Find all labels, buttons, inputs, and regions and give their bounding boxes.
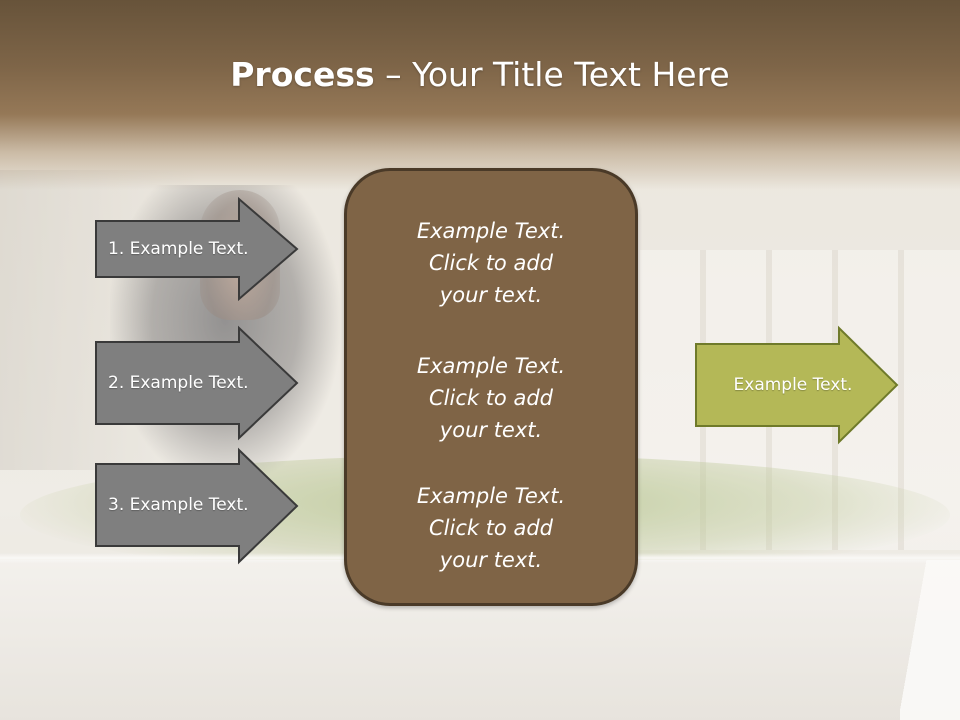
right-arrow-shape bbox=[695, 325, 899, 445]
left-arrow-1-shape bbox=[95, 196, 299, 302]
left-arrow-2-text: 2. Example Text. bbox=[108, 373, 249, 393]
center-item-1-line-1: Example Text. bbox=[416, 219, 566, 243]
left-arrow-2-label: 2. Example Text. bbox=[95, 327, 299, 439]
left-arrow-3-text: 3. Example Text. bbox=[108, 495, 249, 515]
left-arrow-3-shape bbox=[95, 447, 299, 565]
center-item-2-line-3: your text. bbox=[439, 418, 543, 442]
center-item-1-line-2: Click to add bbox=[428, 251, 553, 275]
left-arrow-1-polygon bbox=[95, 196, 299, 302]
right-arrow[interactable]: Example Text. bbox=[695, 325, 899, 445]
center-item-1-line-3: your text. bbox=[439, 283, 543, 307]
center-item-3: Example Text. Click to add your text. bbox=[347, 480, 635, 576]
left-arrow-1-label: 1. Example Text. bbox=[95, 198, 299, 300]
right-arrow-label: Example Text. bbox=[695, 327, 899, 443]
left-arrow-3[interactable]: 3. Example Text. bbox=[95, 447, 299, 565]
left-arrow-2-polygon bbox=[95, 325, 299, 441]
bg-right-panel bbox=[900, 560, 960, 720]
title-rest: – Your Title Text Here bbox=[374, 55, 730, 94]
right-arrow-text: Example Text. bbox=[733, 375, 853, 395]
center-item-3-line-3: your text. bbox=[439, 548, 543, 572]
center-item-1: Example Text. Click to add your text. bbox=[347, 215, 635, 311]
center-item-2-line-2: Click to add bbox=[428, 386, 553, 410]
left-arrow-2[interactable]: 2. Example Text. bbox=[95, 325, 299, 441]
left-arrow-1-text: 1. Example Text. bbox=[108, 239, 249, 259]
left-arrow-3-polygon bbox=[95, 447, 299, 565]
center-item-2-line-1: Example Text. bbox=[416, 354, 566, 378]
left-arrow-2-shape bbox=[95, 325, 299, 441]
slide-title[interactable]: Process – Your Title Text Here bbox=[0, 50, 960, 100]
title-bold: Process bbox=[230, 55, 375, 94]
left-arrow-3-label: 3. Example Text. bbox=[95, 449, 299, 561]
right-arrow-polygon bbox=[695, 325, 899, 445]
header-band bbox=[0, 0, 960, 190]
left-arrow-1[interactable]: 1. Example Text. bbox=[95, 196, 299, 302]
center-item-3-line-2: Click to add bbox=[428, 516, 553, 540]
center-item-2: Example Text. Click to add your text. bbox=[347, 350, 635, 446]
center-content-box[interactable]: Example Text. Click to add your text. Ex… bbox=[344, 168, 638, 606]
center-item-3-line-1: Example Text. bbox=[416, 484, 566, 508]
